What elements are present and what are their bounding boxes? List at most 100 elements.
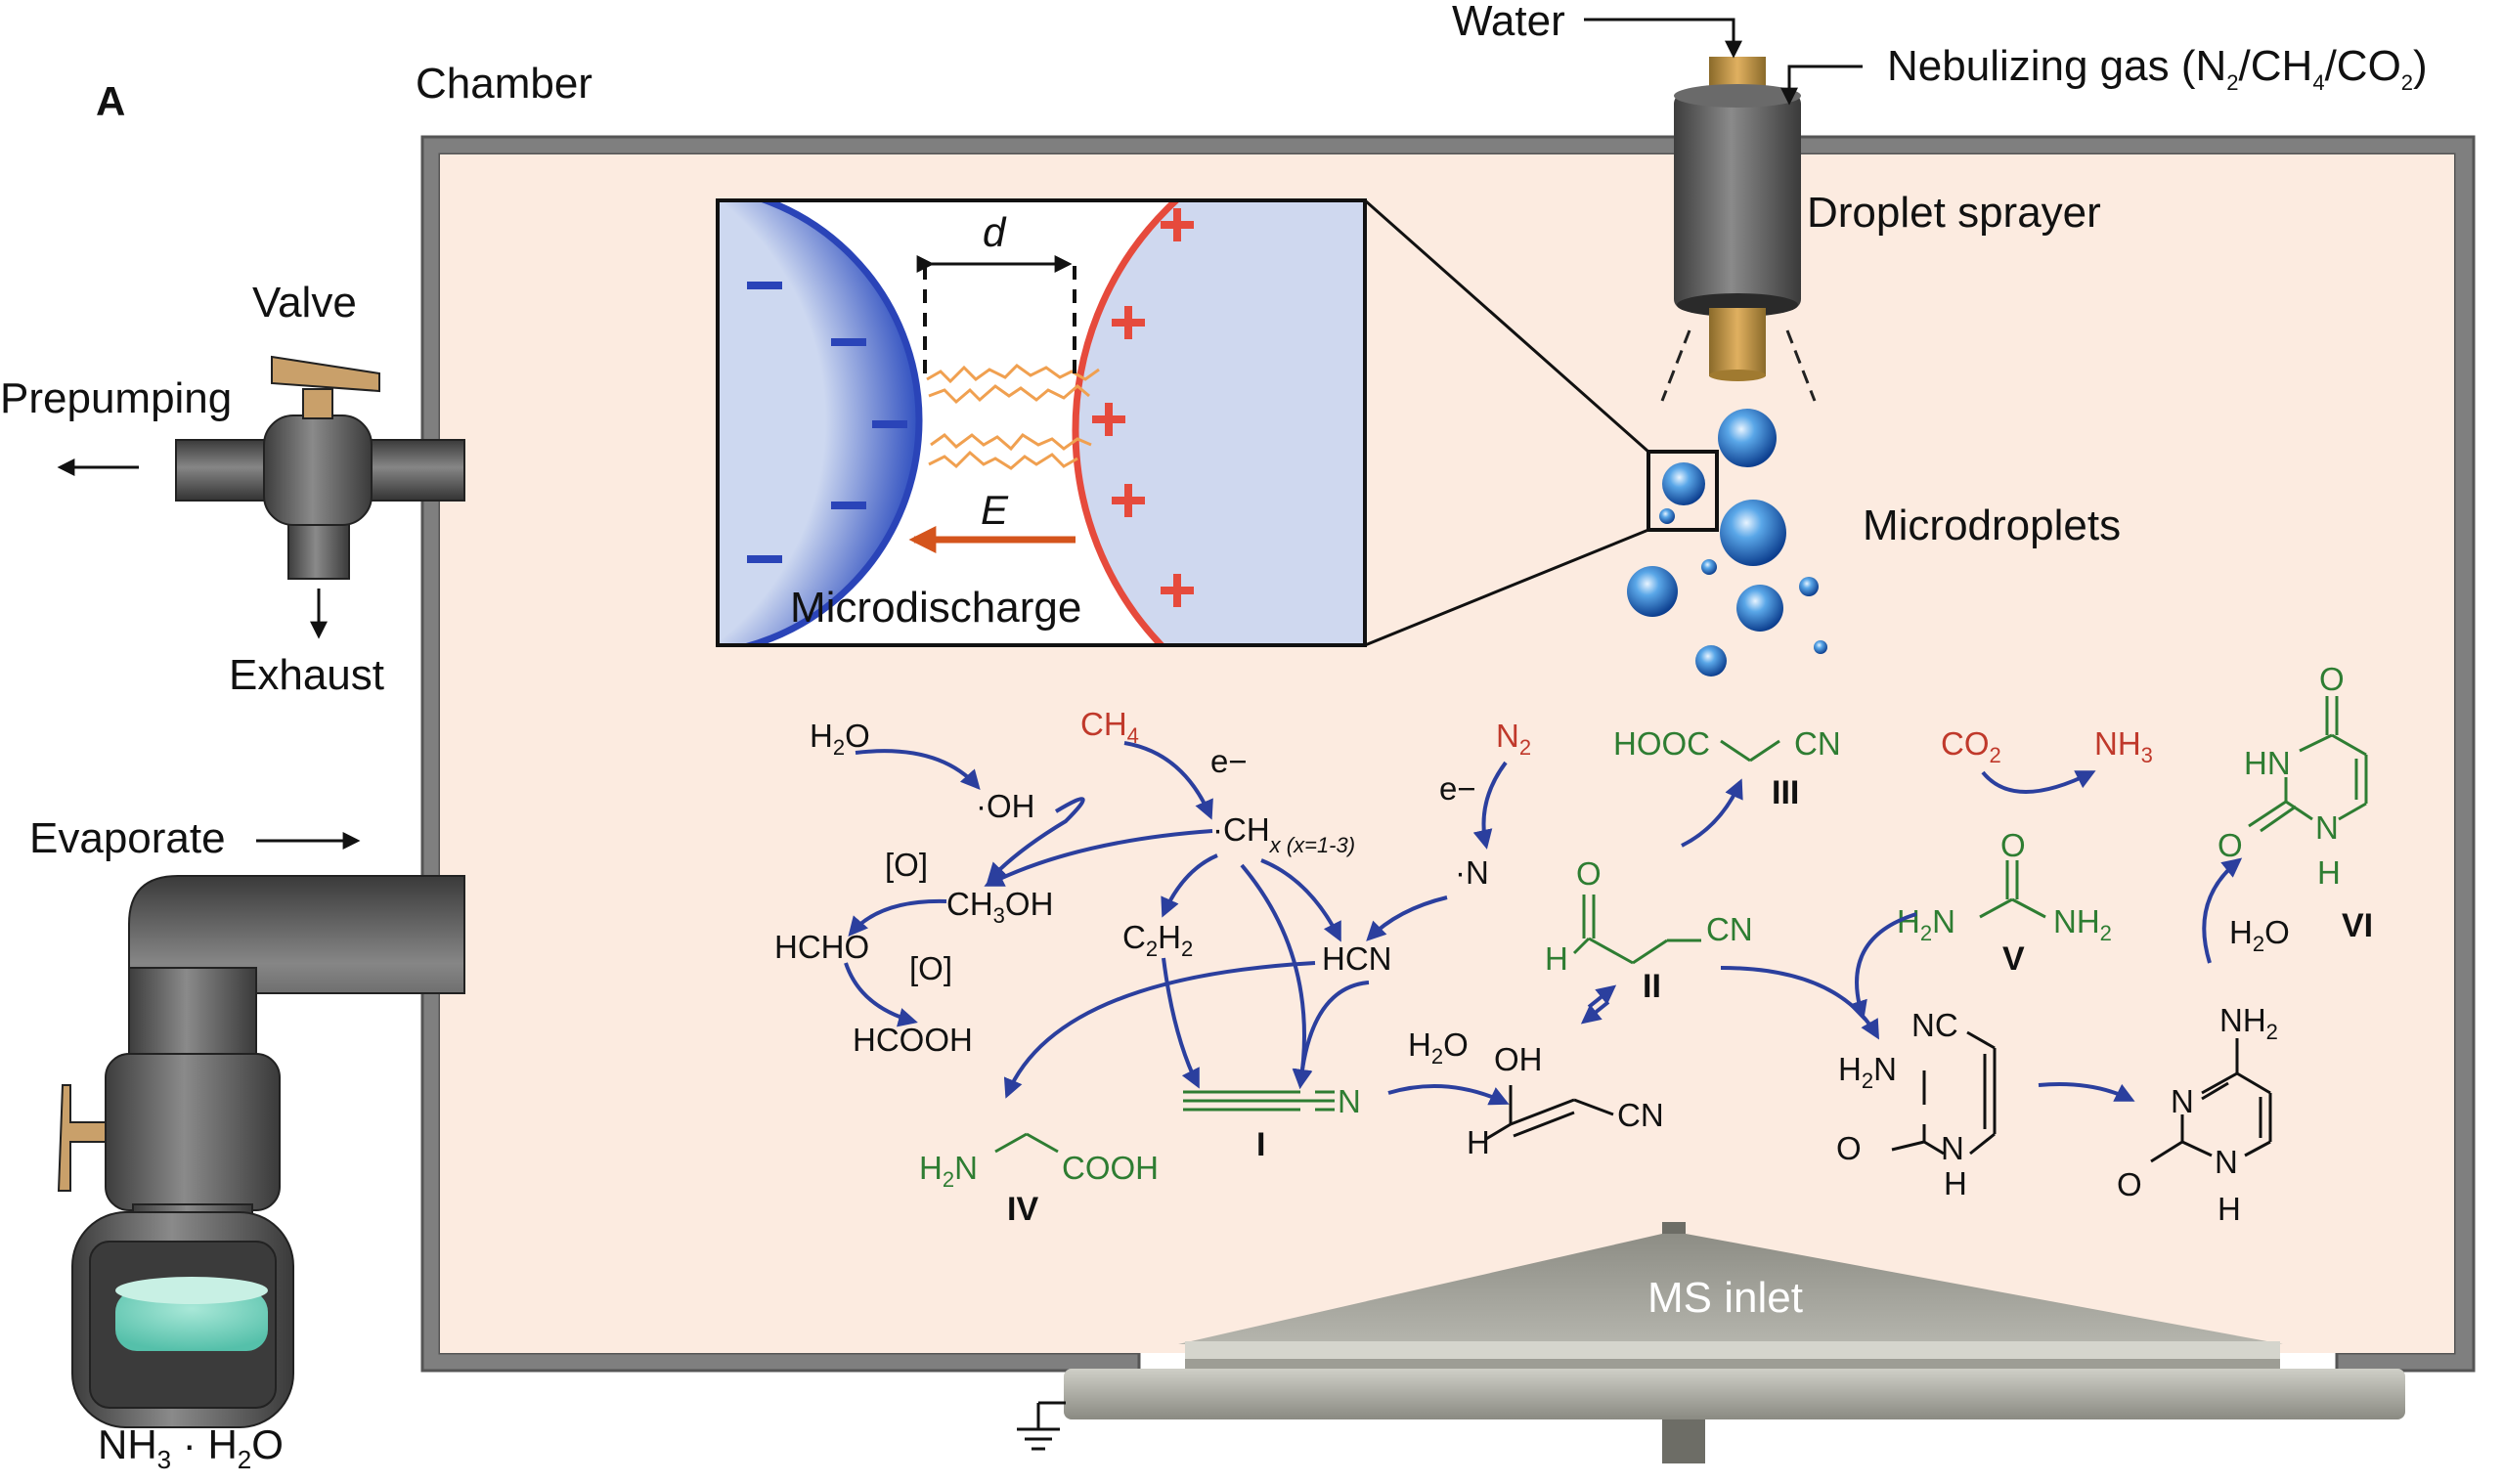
- compound-label-iii: III: [1772, 774, 1799, 811]
- compound-vi-uracil: [2248, 696, 2368, 833]
- uracil-h: H: [2317, 854, 2341, 891]
- droplet: [1720, 500, 1786, 566]
- valve-label: Valve: [252, 279, 357, 327]
- glycine-acid: COOH: [1062, 1150, 1159, 1186]
- minus-sign: [872, 420, 907, 428]
- water-label: Water: [1452, 0, 1565, 45]
- iii-acid: HOOC: [1613, 725, 1710, 762]
- enol-tautomer: [1485, 1085, 1614, 1141]
- arrow-co2-nh3-to-urea: [1981, 770, 2096, 794]
- arrow-intermediate-to-cytosine: [2038, 1082, 2135, 1102]
- droplet: [1799, 577, 1819, 596]
- plus-sign: [1161, 208, 1194, 241]
- electron-1: e−: [1210, 743, 1248, 779]
- compound-label-iv: IV: [1007, 1191, 1038, 1228]
- oxidation-1: [O]: [885, 847, 928, 883]
- microdischarge-inset: [716, 198, 1367, 647]
- uracil-oxygen-left: O: [2218, 827, 2243, 863]
- plus-sign: [1112, 484, 1145, 517]
- chamber-label: Chamber: [416, 60, 593, 108]
- microdischarge-label: Microdischarge: [790, 584, 1081, 632]
- arrow-h2o-to-oh: [855, 749, 981, 790]
- species-hcn: HCN: [1322, 940, 1392, 977]
- droplet: [1814, 640, 1827, 654]
- droplet-sprayer: [1660, 57, 1817, 402]
- evaporator: [57, 875, 465, 1428]
- compound-label-vi: VI: [2342, 907, 2373, 944]
- enol-hydrogen: H: [1467, 1124, 1490, 1160]
- arrow-i-to-enol: [1387, 1083, 1510, 1106]
- ms-inlet-label: MS inlet: [1647, 1274, 1803, 1322]
- intermediate-nitrile: NC: [1911, 1007, 1958, 1043]
- minus-sign: [747, 555, 782, 563]
- species-hcho: HCHO: [774, 929, 869, 965]
- arrow-oh-branch: [987, 797, 1085, 883]
- droplet: [1659, 508, 1675, 524]
- ammonia-label: NH3 · H2O: [98, 1421, 284, 1474]
- minus-sign: [831, 502, 866, 509]
- arrow-n-to-hcn: [1366, 895, 1448, 941]
- arrow-chx-to-ch3oh: [984, 829, 1213, 887]
- compound-label-v: V: [2002, 940, 2025, 978]
- ground-icon: [1017, 1401, 1066, 1451]
- arrow-chx-to-hcn: [1260, 858, 1341, 942]
- uracil-n: N: [2315, 809, 2339, 846]
- droplet: [1736, 585, 1783, 632]
- minus-sign: [747, 282, 782, 289]
- iii-nitrile: CN: [1794, 725, 1841, 762]
- intermediate-h: H: [1944, 1165, 1967, 1201]
- plus-sign: [1092, 403, 1125, 436]
- microdroplets-label: Microdroplets: [1863, 502, 2121, 549]
- droplet-sprayer-label: Droplet sprayer: [1807, 189, 2101, 237]
- droplet: [1627, 566, 1678, 617]
- species-h2o-right: H2O: [2229, 914, 2290, 956]
- arrow-n2-to-n: [1472, 761, 1508, 850]
- intermediate-oxygen: O: [1836, 1130, 1862, 1166]
- cytosine-n3: N: [2171, 1083, 2194, 1119]
- enol-hydroxyl: OH: [1494, 1041, 1543, 1077]
- droplet: [1695, 645, 1727, 677]
- arrow-ch4-to-chx: [1123, 741, 1213, 820]
- arrow-ii-to-intermediate: [1720, 966, 1879, 1040]
- prepumping-label: Prepumping: [0, 374, 232, 422]
- droplet: [1718, 409, 1777, 467]
- electron-2: e−: [1439, 770, 1476, 807]
- compound-label-i: I: [1256, 1126, 1265, 1163]
- arrow-ii-to-iii: [1681, 778, 1743, 848]
- oxidation-2: [O]: [909, 950, 952, 986]
- cytosine: [2150, 1038, 2272, 1163]
- cytosine-h: H: [2218, 1191, 2241, 1227]
- equilibrium-arrows: [1580, 984, 1617, 1025]
- compound-ii-cyanoacetaldehyde: [1572, 895, 1701, 965]
- valve-handle-icon: [271, 355, 380, 419]
- zoom-box: [1647, 450, 1719, 532]
- nebulizing-gas-arrow: [1780, 65, 1863, 106]
- arrow-hcn-to-glycine: [1003, 961, 1316, 1099]
- species-n-radical: ·N: [1455, 854, 1489, 891]
- compound-v-urea: [1979, 860, 2046, 919]
- arrow-hcho-to-hcooh: [844, 962, 918, 1027]
- species-oh-radical: ·OH: [976, 788, 1035, 824]
- plus-sign: [1112, 306, 1145, 339]
- reaction-arrows: [844, 741, 2243, 1106]
- microdroplets: [1627, 409, 1827, 677]
- panel-label: A: [96, 78, 125, 124]
- species-ch4: CH4: [1080, 706, 1139, 748]
- cytosine-oxygen: O: [2117, 1166, 2142, 1202]
- arrow-ch3oh-to-hcho: [848, 898, 947, 938]
- arrow-cytosine-to-uracil: [2202, 857, 2243, 964]
- water-arrow: [1584, 18, 1742, 59]
- arrow-chx-to-c2h2: [1161, 853, 1218, 918]
- compound-i-cyanoacetylene: [1183, 1090, 1335, 1112]
- minus-sign: [831, 338, 866, 346]
- distance-label: d: [983, 209, 1007, 255]
- pyrimidine-intermediate: [1891, 1030, 1997, 1156]
- uracil-hn: HN: [2244, 745, 2291, 781]
- uracil-oxygen-top: O: [2319, 661, 2345, 697]
- exhaust-label: Exhaust: [229, 651, 384, 699]
- arrow-hcn-to-i: [1292, 981, 1370, 1089]
- ms-inlet: [1064, 1222, 2405, 1463]
- evaporate-label: Evaporate: [29, 814, 226, 862]
- urea-oxygen: O: [2000, 827, 2026, 863]
